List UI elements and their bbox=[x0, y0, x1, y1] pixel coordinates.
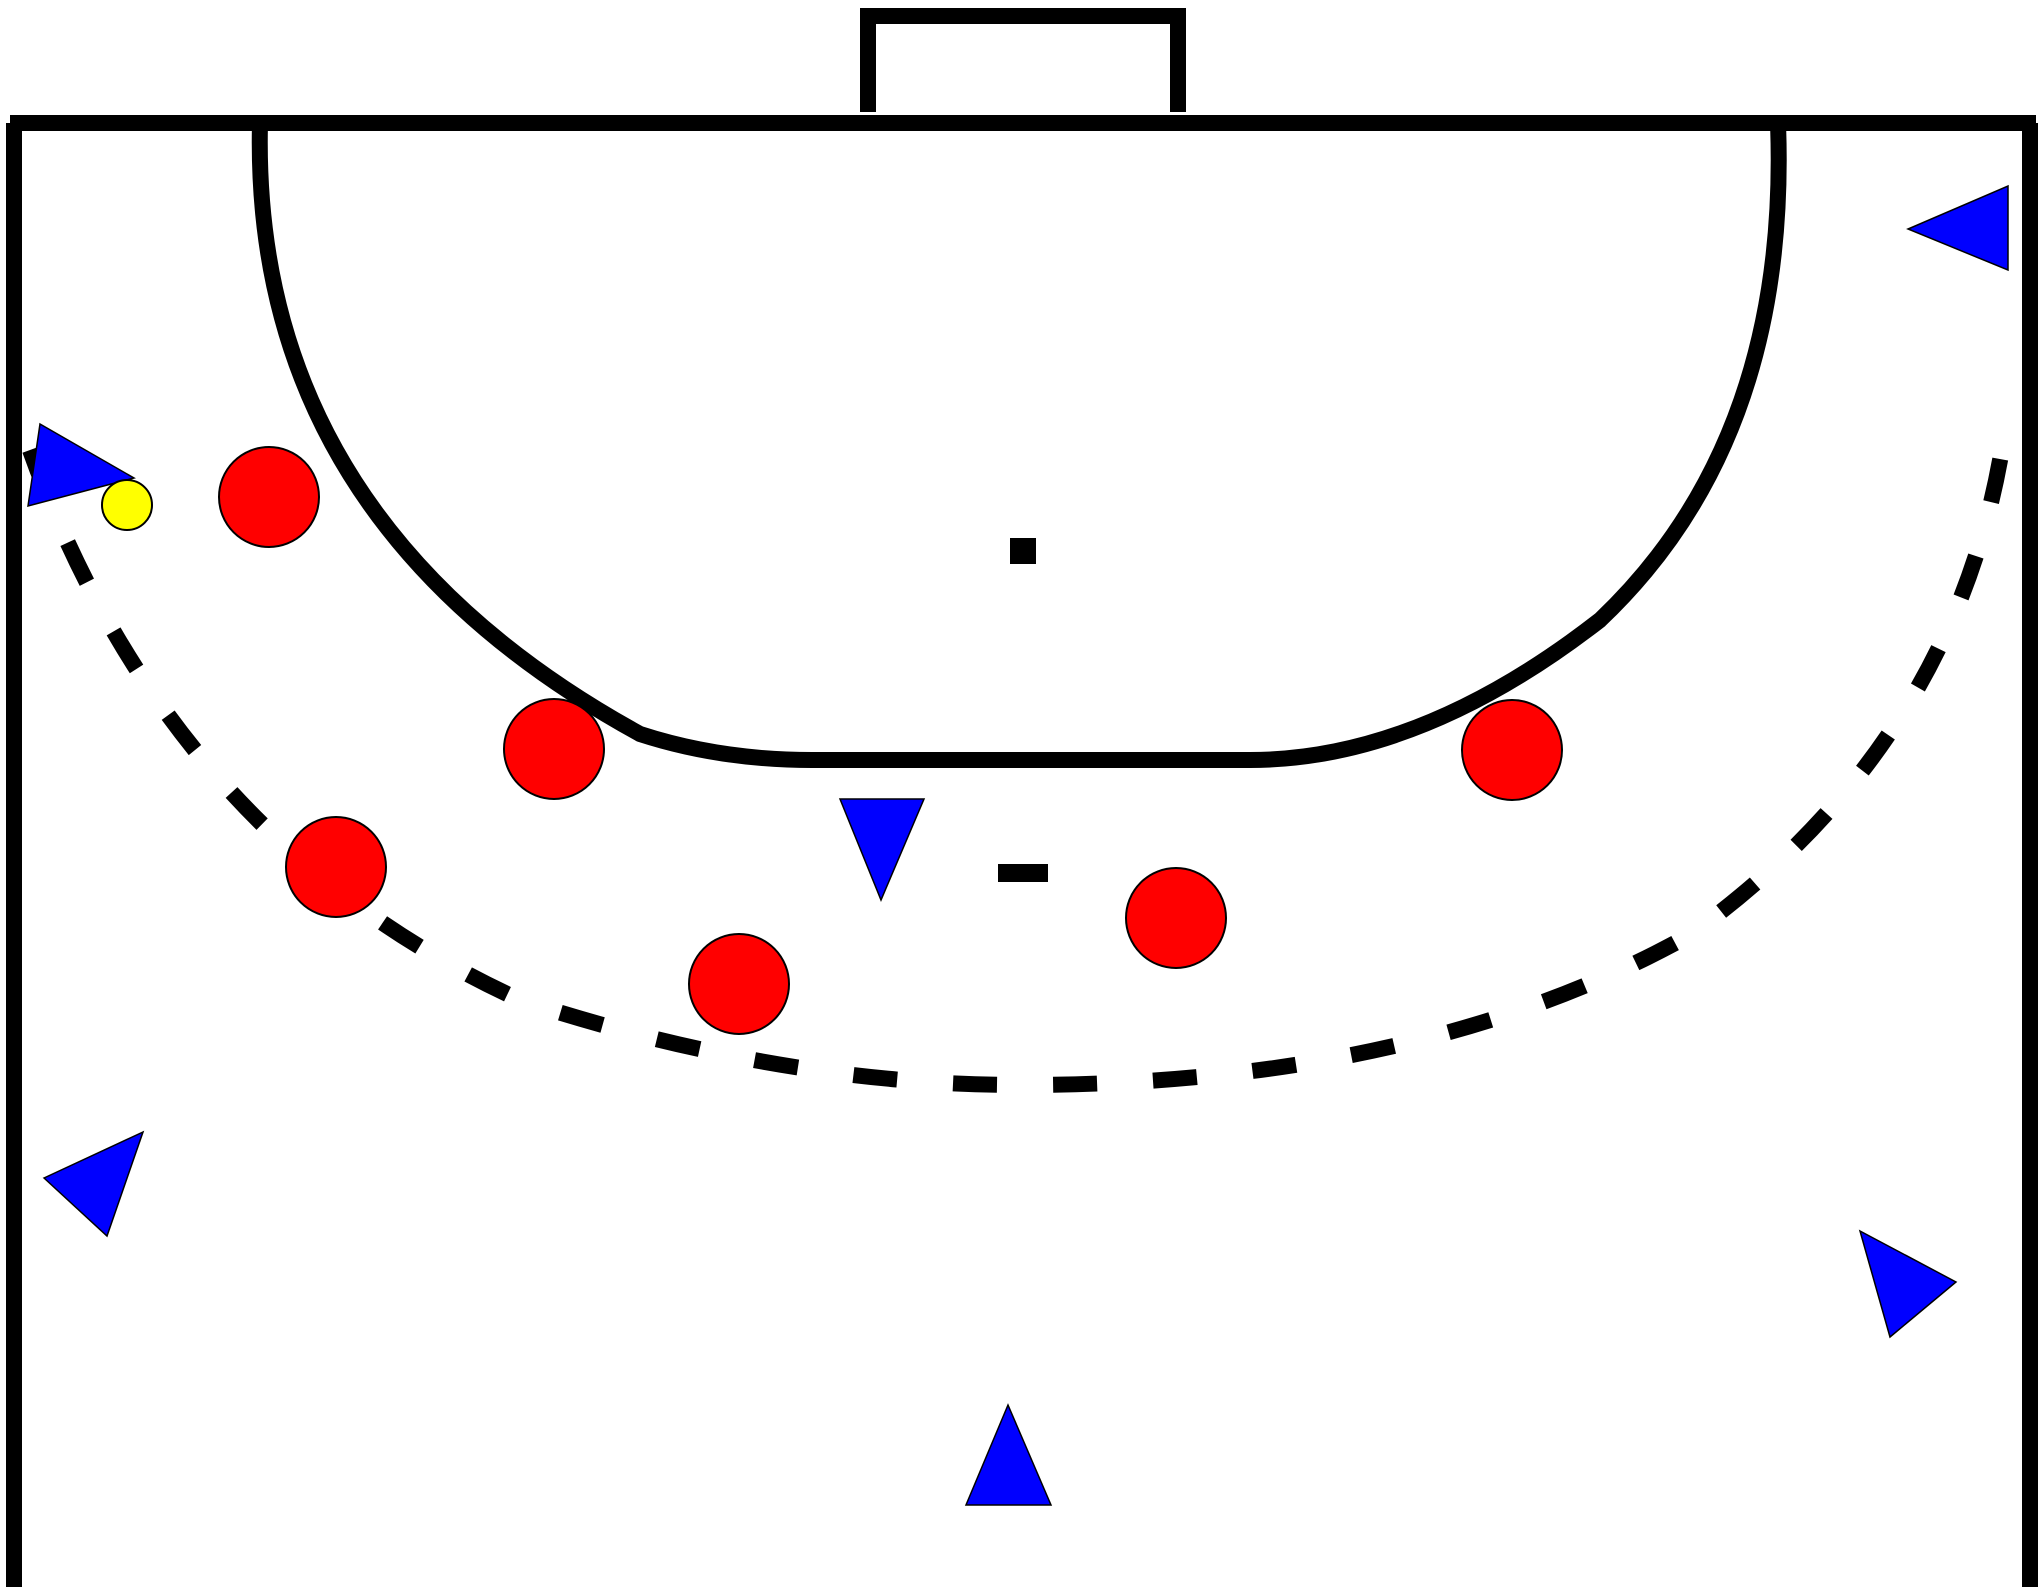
attacker-right-back[interactable] bbox=[1858, 1229, 1958, 1339]
attackers bbox=[27, 184, 2009, 1506]
goal-area-line bbox=[251, 122, 1787, 768]
defenders bbox=[218, 446, 1563, 1035]
defender-left-back[interactable] bbox=[503, 698, 605, 800]
attacker-right-wing[interactable] bbox=[1906, 184, 2009, 272]
goal bbox=[860, 8, 1186, 112]
defender-right-half[interactable] bbox=[1125, 867, 1227, 969]
attacker-left-back[interactable] bbox=[42, 1130, 145, 1238]
defender-left-half[interactable] bbox=[285, 816, 387, 918]
attacker-pivot[interactable] bbox=[838, 798, 926, 902]
penalty-mark bbox=[998, 864, 1048, 882]
goalkeeper-mark bbox=[1010, 538, 1036, 564]
attacker-left-wing[interactable] bbox=[27, 422, 136, 508]
ball[interactable] bbox=[101, 479, 153, 531]
defender-left-wing[interactable] bbox=[218, 446, 320, 548]
attacker-center-back[interactable] bbox=[964, 1403, 1053, 1506]
defender-center[interactable] bbox=[688, 933, 790, 1035]
defender-right-wing[interactable] bbox=[1461, 699, 1563, 801]
